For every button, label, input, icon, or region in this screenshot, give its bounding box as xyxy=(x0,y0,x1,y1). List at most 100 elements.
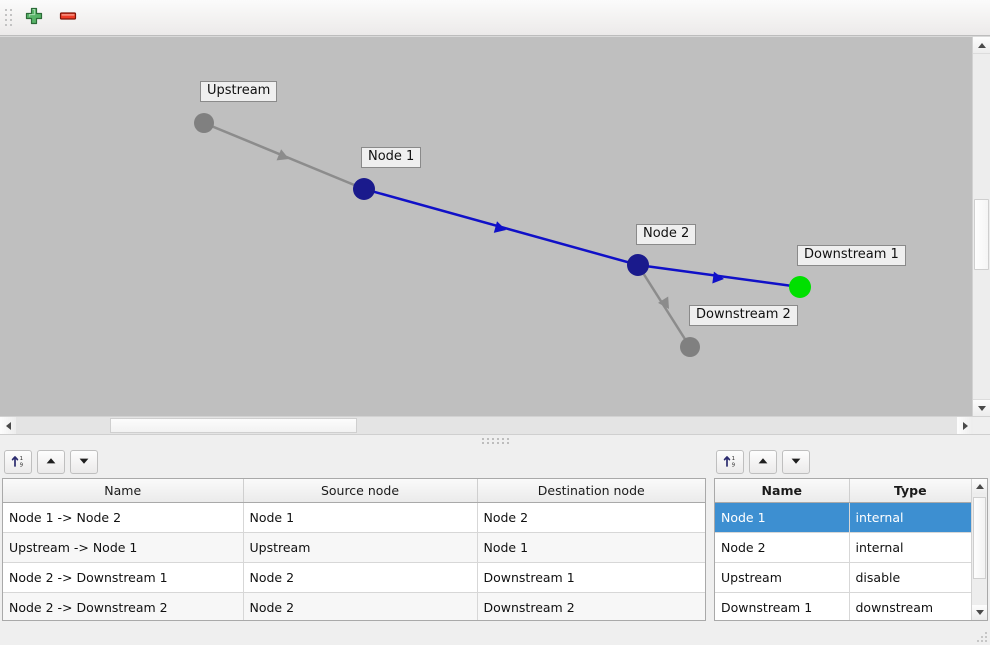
node-cell-type[interactable]: disable xyxy=(849,562,971,593)
edge-pane-toolbar: 1 9 xyxy=(0,446,710,478)
node-cell-name[interactable]: Downstream 1 xyxy=(715,592,850,620)
vertical-scroll-track[interactable] xyxy=(973,54,990,399)
add-node-button[interactable] xyxy=(17,3,51,33)
triangle-up-icon xyxy=(43,453,59,472)
graph-node-downstream2[interactable] xyxy=(680,337,700,357)
graph-node-label-downstream1[interactable]: Downstream 1 xyxy=(797,245,906,266)
graph-horizontal-scrollbar[interactable] xyxy=(0,416,990,434)
toolbar-grip-icon[interactable] xyxy=(4,7,13,29)
node-scroll-thumb[interactable] xyxy=(973,497,986,580)
svg-text:1: 1 xyxy=(732,456,735,462)
edge-cell-name[interactable]: Node 2 -> Downstream 2 xyxy=(3,592,244,620)
edge-column-header-source[interactable]: Source node xyxy=(243,479,478,503)
node-cell-name[interactable]: Node 2 xyxy=(715,532,850,563)
remove-node-button[interactable] xyxy=(51,3,85,33)
edge-cell-source[interactable]: Node 1 xyxy=(243,502,478,533)
scroll-down-button[interactable] xyxy=(973,399,990,416)
graph-vertical-scrollbar[interactable] xyxy=(972,36,990,416)
minus-icon xyxy=(57,5,79,30)
edge-table-host[interactable]: Name Source node Destination node Node 1… xyxy=(2,478,706,621)
triangle-up-icon xyxy=(977,42,986,48)
edge-column-header-destination[interactable]: Destination node xyxy=(477,479,705,503)
edge-sort-button[interactable]: 1 9 xyxy=(4,450,32,474)
edge-cell-name[interactable]: Node 1 -> Node 2 xyxy=(3,502,244,533)
graph-node-label-node2[interactable]: Node 2 xyxy=(636,224,697,245)
edge-cell-destination[interactable]: Downstream 2 xyxy=(477,592,705,620)
svg-text:9: 9 xyxy=(20,462,24,468)
edge-table[interactable]: Name Source node Destination node Node 1… xyxy=(3,479,705,620)
scroll-up-button[interactable] xyxy=(973,37,990,54)
horizontal-splitter[interactable] xyxy=(0,434,990,446)
triangle-down-icon xyxy=(788,453,804,472)
scrollbar-corner xyxy=(973,417,990,434)
edge-arrowhead-node2-downstream2 xyxy=(658,296,669,309)
triangle-down-icon xyxy=(76,453,92,472)
edge-cell-source[interactable]: Node 2 xyxy=(243,592,478,620)
graph-node-upstream[interactable] xyxy=(194,113,214,133)
triangle-up-icon xyxy=(755,453,771,472)
plus-icon xyxy=(23,5,45,30)
node-cell-type[interactable]: internal xyxy=(849,532,971,563)
node-move-up-button[interactable] xyxy=(749,450,777,474)
edge-table-header-row: Name Source node Destination node xyxy=(3,479,705,503)
edge-cell-name[interactable]: Upstream -> Node 1 xyxy=(3,532,244,563)
node-cell-name[interactable]: Node 1 xyxy=(715,502,850,533)
node-cell-type[interactable]: internal xyxy=(849,502,971,533)
node-pane: 1 9 xyxy=(710,446,990,621)
graph-node-label-downstream2[interactable]: Downstream 2 xyxy=(689,305,798,326)
node-cell-type[interactable]: downstream xyxy=(849,592,971,620)
scroll-right-button[interactable] xyxy=(957,417,973,434)
edge-cell-destination[interactable]: Node 1 xyxy=(477,532,705,563)
graph-node-downstream1[interactable] xyxy=(789,276,811,298)
edge-cell-source[interactable]: Upstream xyxy=(243,532,478,563)
edge-column-header-name[interactable]: Name xyxy=(3,479,244,503)
edge-arrowhead-upstream-node1 xyxy=(276,149,289,161)
triangle-left-icon xyxy=(5,421,11,430)
window-resize-grip-icon[interactable] xyxy=(977,632,987,642)
vertical-scroll-thumb[interactable] xyxy=(974,198,989,270)
edge-cell-destination[interactable]: Node 2 xyxy=(477,502,705,533)
edge-move-up-button[interactable] xyxy=(37,450,65,474)
node-move-down-button[interactable] xyxy=(782,450,810,474)
horizontal-scroll-thumb[interactable] xyxy=(110,418,357,433)
edge-move-down-button[interactable] xyxy=(70,450,98,474)
node-sort-button[interactable]: 1 9 xyxy=(716,450,744,474)
horizontal-scroll-track[interactable] xyxy=(16,417,957,434)
tables-area: 1 9 xyxy=(0,446,990,621)
node-table-header-row: Name Type xyxy=(715,479,971,503)
graph-node-label-node1[interactable]: Node 1 xyxy=(361,147,422,168)
edge-cell-source[interactable]: Node 2 xyxy=(243,562,478,593)
graph-node-node2[interactable] xyxy=(627,254,649,276)
triangle-up-icon xyxy=(975,484,984,489)
graph-node-label-upstream[interactable]: Upstream xyxy=(200,81,278,102)
node-scroll-track[interactable] xyxy=(972,494,987,605)
node-pane-toolbar: 1 9 xyxy=(710,446,990,478)
node-scroll-up-button[interactable] xyxy=(972,479,987,494)
scroll-left-button[interactable] xyxy=(0,417,16,434)
edge-pane: 1 9 xyxy=(0,446,710,621)
sort-ascending-icon: 1 9 xyxy=(10,453,26,472)
node-scroll-down-button[interactable] xyxy=(972,605,987,620)
node-column-header-name[interactable]: Name xyxy=(715,479,850,503)
graph-node-node1[interactable] xyxy=(353,178,375,200)
sort-ascending-icon: 1 9 xyxy=(722,453,738,472)
svg-text:1: 1 xyxy=(20,456,23,462)
node-cell-name[interactable]: Upstream xyxy=(715,562,850,593)
node-table-scrollbar[interactable] xyxy=(971,479,987,620)
node-column-header-type[interactable]: Type xyxy=(849,479,971,503)
edge-cell-name[interactable]: Node 2 -> Downstream 1 xyxy=(3,562,244,593)
edge-arrowhead-node1-node2 xyxy=(493,221,506,233)
edge-cell-destination[interactable]: Downstream 1 xyxy=(477,562,705,593)
